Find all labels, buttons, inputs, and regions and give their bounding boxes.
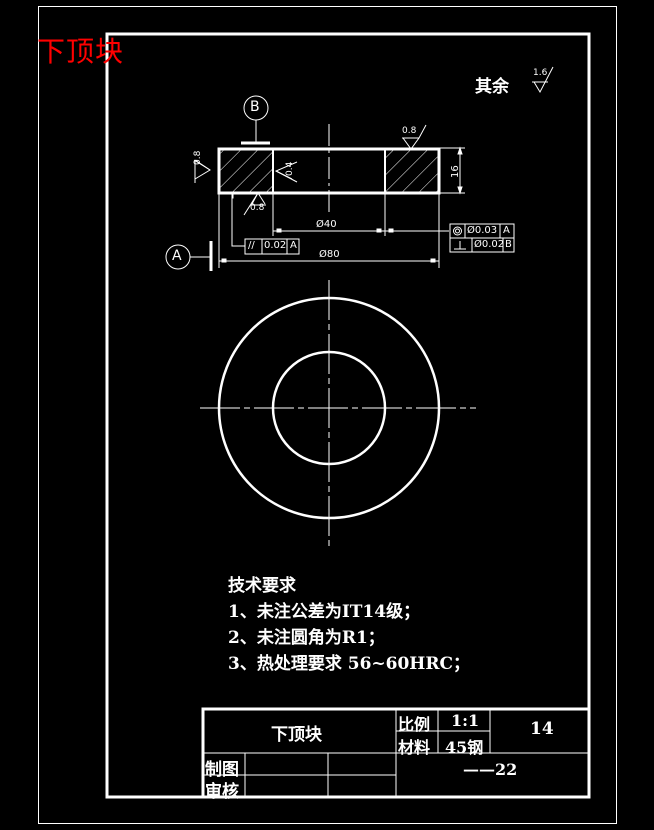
datum-b-label: B — [250, 99, 260, 115]
title-block-drawing-no: ——22 — [463, 760, 518, 779]
plan-view — [200, 280, 476, 546]
title-block-scale-value: 1:1 — [451, 711, 480, 730]
title-block-sheet-no: 14 — [530, 719, 554, 739]
outer-frame — [38, 6, 617, 824]
title-block-material-label: 材料 — [398, 738, 431, 757]
parallelism-frame — [231, 194, 300, 255]
concentricity-value: Ø0.03 — [467, 225, 498, 236]
dimension-dia-40-value: Ø40 — [316, 219, 337, 230]
title-block-checked-label: 审核 — [205, 782, 239, 802]
requirement-1: 1、未注公差为IT14级； — [228, 602, 421, 622]
roughness-symbol-general — [532, 66, 554, 94]
roughness-left-value: 0.8 — [193, 150, 203, 165]
perpendicularity-value: Ø0.02 — [474, 239, 505, 250]
height-dimension — [439, 146, 465, 195]
parallelism-value: 0.02 — [264, 240, 287, 251]
dimension-dia-40 — [273, 228, 449, 233]
datum-a-label: A — [172, 248, 182, 264]
roughness-bottom-value: 0.8 — [250, 203, 265, 213]
datum-b-symbol — [241, 95, 270, 145]
title-block-drawn-label: 制图 — [205, 760, 239, 780]
perpendicularity-datum: B — [505, 239, 512, 250]
roughness-general-label: 其余 — [475, 77, 509, 97]
requirement-3: 3、热处理要求 56~60HRC； — [228, 654, 471, 674]
title-block-material-value: 45钢 — [445, 738, 484, 757]
requirements-heading: 技术要求 — [228, 576, 296, 596]
height-dimension-value: 16 — [450, 165, 461, 178]
parallelism-symbol: // — [248, 240, 255, 251]
title-block-scale-label: 比例 — [398, 715, 431, 734]
drawing-title-red: 下顶块 — [37, 35, 125, 68]
parallelism-datum: A — [290, 240, 297, 251]
roughness-bottom — [243, 192, 266, 216]
roughness-top — [402, 124, 427, 150]
dimension-dia-80 — [219, 258, 439, 263]
roughness-inner — [274, 161, 298, 183]
requirement-2: 2、未注圆角为R1； — [228, 628, 385, 648]
section-view — [165, 95, 515, 271]
roughness-general-value: 1.6 — [533, 68, 548, 78]
title-block-part-name: 下顶块 — [271, 725, 322, 745]
title-block — [201, 707, 591, 799]
roughness-inner-value: 0.4 — [285, 161, 295, 176]
datum-a-symbol — [165, 241, 213, 271]
roughness-top-value: 0.8 — [402, 126, 417, 136]
dimension-dia-80-value: Ø80 — [319, 249, 340, 260]
roughness-left — [193, 159, 211, 183]
concentricity-datum: A — [503, 225, 510, 236]
geometric-tolerance-frames — [449, 223, 515, 253]
